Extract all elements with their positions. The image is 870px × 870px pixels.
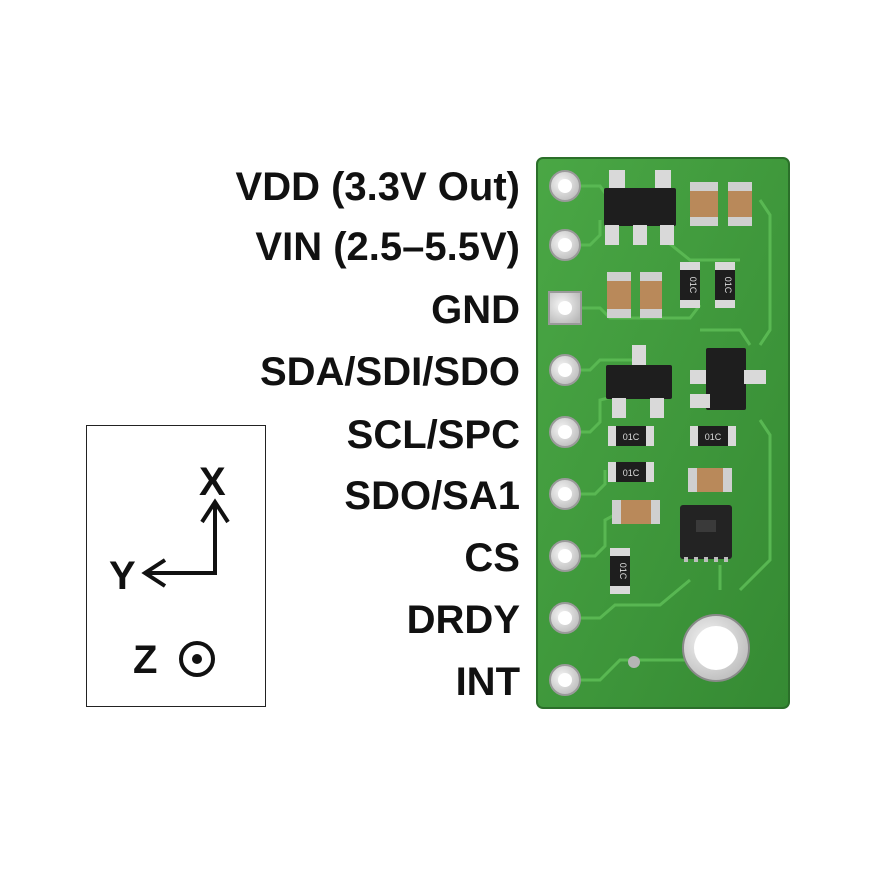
- pin-label-vin: VIN (2.5–5.5V): [255, 225, 520, 269]
- axis-orientation-box: X Y Z: [86, 425, 266, 707]
- pin-label-vdd: VDD (3.3V Out): [235, 165, 520, 209]
- axis-z-label: Z: [133, 638, 158, 682]
- axis-y-label: Y: [109, 554, 136, 598]
- resistor-marking-6: 01C: [623, 468, 640, 478]
- pin-pads: [548, 170, 582, 696]
- pin-label-drdy: DRDY: [406, 598, 520, 642]
- resistor-marking-5: 01C: [705, 432, 722, 442]
- pin-label-sdo: SDO/SA1: [344, 474, 520, 518]
- resistor-marking-1: 01C: [688, 277, 698, 294]
- resistor-marking-3: 01C: [618, 563, 628, 580]
- pin-label-int: INT: [455, 660, 520, 704]
- axis-x-label: X: [199, 460, 226, 504]
- pin-label-gnd: GND: [431, 288, 520, 332]
- resistor-marking-2: 01C: [723, 277, 733, 294]
- pin-label-cs: CS: [464, 536, 520, 580]
- pin-label-scl: SCL/SPC: [346, 413, 520, 457]
- pin-label-sda: SDA/SDI/SDO: [259, 350, 520, 394]
- axis-arrows-icon: [141, 498, 230, 677]
- resistor-marking-4: 01C: [623, 432, 640, 442]
